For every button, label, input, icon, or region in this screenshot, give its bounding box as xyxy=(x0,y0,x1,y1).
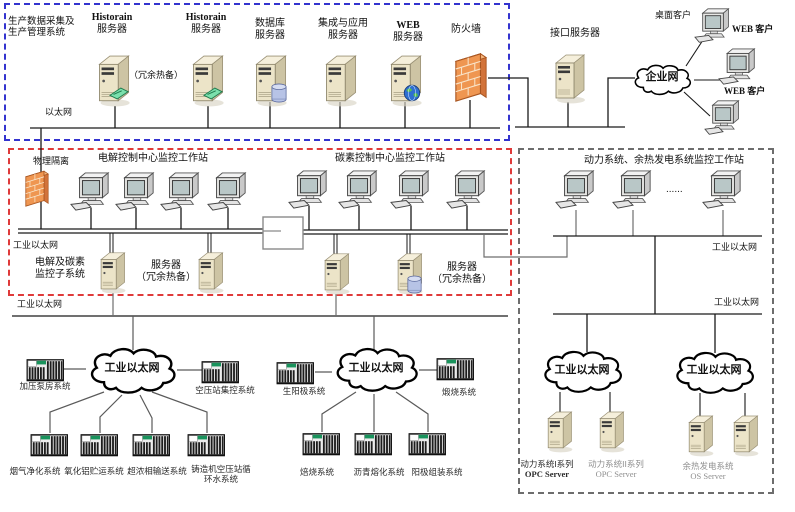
workstation-icon xyxy=(287,170,331,210)
plc-label: 沥青熔化系统 xyxy=(353,467,405,477)
web-client-icon xyxy=(704,100,742,136)
plc-rack-icon xyxy=(132,432,172,458)
isolation-firewall-icon xyxy=(23,166,51,210)
workstation-icon xyxy=(337,170,381,210)
plc-rack-icon xyxy=(80,432,120,458)
firewall-label: 防火墙 xyxy=(451,24,481,35)
plc-label: 空压站集控系统 xyxy=(195,385,255,395)
os-server-icon xyxy=(730,414,760,458)
plc-label: 阳极组装系统 xyxy=(411,467,463,477)
integration-server-label: 集成与应用服务器 xyxy=(318,18,368,41)
web-client-label: WEB 客户 xyxy=(732,24,774,34)
power-system-box xyxy=(518,148,774,494)
plc-label: 铸造机空压站循环水系统 xyxy=(191,464,251,485)
industrial-ethernet-cloud-label: 工业以太网 xyxy=(348,362,404,374)
workstation-icon xyxy=(611,170,655,210)
database-server-label: 数据库服务器 xyxy=(255,18,285,41)
database-cylinder-icon xyxy=(271,83,287,103)
industrial-ethernet-cloud-label: 工业以太网 xyxy=(686,364,742,376)
web-client-icon xyxy=(718,48,758,86)
nic-card-icon xyxy=(203,87,223,100)
industrial-ethernet-label: 工业以太网 xyxy=(13,240,59,250)
workstation-icon xyxy=(159,172,203,212)
industrial-ethernet-cloud-label: 工业以太网 xyxy=(104,362,160,374)
redundant-server-label: 服务器（冗余热备） xyxy=(432,262,492,285)
workstation-icon xyxy=(445,170,489,210)
integration-server-icon xyxy=(320,55,360,107)
power-workstations-title: 动力系统、余热发电系统监控工作站 xyxy=(584,155,744,166)
plc-label: 焙烧系统 xyxy=(299,467,334,477)
plc-label: 加压泵房系统 xyxy=(19,381,71,391)
ethernet-label: 以太网 xyxy=(45,107,73,117)
carbon-workstations-title: 碳素控制中心监控工作站 xyxy=(335,153,445,164)
plc-rack-icon xyxy=(187,432,227,458)
electrolysis-workstations-title: 电解控制中心监控工作站 xyxy=(98,153,208,164)
redundant-server-icon xyxy=(194,252,226,294)
plc-label: 煅烧系统 xyxy=(441,387,476,397)
plc-rack-icon xyxy=(26,357,66,383)
interface-server-icon xyxy=(548,54,590,104)
web-client-label: WEB 客户 xyxy=(724,86,766,96)
plc-rack-icon xyxy=(30,432,70,458)
industrial-ethernet-label: 工业以太网 xyxy=(712,242,758,252)
physical-isolation-label: 物理隔离 xyxy=(33,156,70,166)
plc-label: 生阳极系统 xyxy=(282,386,326,396)
opc-server-icon xyxy=(544,410,574,454)
desktop-client-label: 桌面客户 xyxy=(655,10,692,20)
server-downlinks xyxy=(112,293,337,316)
redundant-server-label: 服务器（冗余热备） xyxy=(136,260,196,283)
interface-server-label: 接口服务器 xyxy=(550,28,600,39)
redundant-server-icon xyxy=(96,252,128,294)
nic-card-icon xyxy=(109,87,129,100)
enterprise-cloud-label: 企业网 xyxy=(645,71,679,83)
workstation-icon xyxy=(114,172,158,212)
industrial-ethernet-cloud-label: 工业以太网 xyxy=(554,364,610,376)
database-cylinder-icon xyxy=(407,275,422,294)
plc-rack-icon xyxy=(201,359,241,385)
plc-rack-icon xyxy=(408,431,448,457)
globe-icon xyxy=(403,84,421,102)
workstation-icon xyxy=(554,170,598,210)
plc-label: 超浓相输送系统 xyxy=(127,466,187,476)
ellipsis-label: ...... xyxy=(666,184,683,195)
plc-rack-icon xyxy=(302,431,342,457)
industrial-ethernet-label: 工业以太网 xyxy=(714,297,760,307)
workstation-icon xyxy=(701,170,745,210)
workstation-icon xyxy=(69,172,113,212)
os-server-icon xyxy=(685,414,715,458)
workstation-icon xyxy=(206,172,250,212)
desktop-client-icon xyxy=(694,8,732,44)
plc-label: 烟气净化系统 xyxy=(9,466,61,476)
firewall-icon xyxy=(452,50,490,103)
industrial-ethernet-label: 工业以太网 xyxy=(17,299,63,309)
production-box-title: 生产数据采集及生产管理系统 xyxy=(8,16,75,39)
production-system-box xyxy=(4,3,510,141)
opc-server-icon xyxy=(596,410,626,454)
plc-label: 氧化铝贮运系统 xyxy=(64,466,124,476)
redundant-hot-standby-label: （冗余热备） xyxy=(129,70,184,80)
plc-rack-icon xyxy=(354,431,394,457)
redundant-server-icon xyxy=(320,253,352,295)
plc-rack-icon xyxy=(436,356,476,382)
plc-rack-icon xyxy=(276,360,316,386)
workstation-icon xyxy=(389,170,433,210)
subsystem-title: 电解及碳素监控子系统 xyxy=(35,257,85,280)
